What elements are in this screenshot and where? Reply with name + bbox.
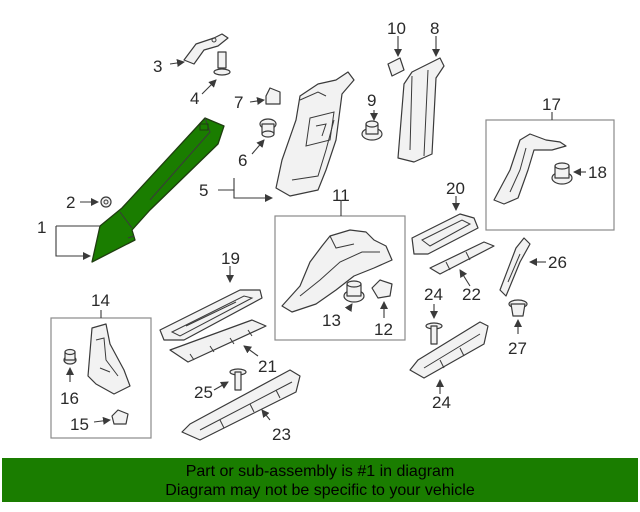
part-6-grommet [259, 118, 277, 138]
part-26-bracket [499, 237, 531, 297]
part-13-grommet [343, 280, 365, 303]
info-banner: Part or sub-assembly is #1 in diagram Di… [2, 458, 638, 502]
part-18-grommet [551, 162, 573, 185]
callout-18[interactable]: 18 [588, 163, 607, 182]
part-15-clip [111, 409, 129, 425]
callout-8[interactable]: 8 [430, 19, 439, 38]
part-16-grommet [63, 348, 77, 365]
callout-6[interactable]: 6 [238, 151, 247, 170]
part-22-bracket [429, 241, 495, 275]
part-23-lower-sill-trim [181, 369, 301, 441]
part-5-b-pillar-upper-trim [275, 71, 355, 197]
part-14-trim-bracket [87, 323, 131, 395]
callout-26[interactable]: 26 [548, 253, 567, 272]
callout-7[interactable]: 7 [234, 93, 243, 112]
group-box-11 [274, 215, 406, 341]
part-12-clip [371, 279, 393, 299]
callout-12[interactable]: 12 [374, 320, 393, 339]
callout-13[interactable]: 13 [322, 311, 341, 330]
callout-16[interactable]: 16 [60, 389, 79, 408]
part-24-lower-trim [409, 321, 489, 379]
callout-20[interactable]: 20 [446, 179, 465, 198]
part-25-screw-right [425, 322, 443, 345]
part-9-grommet [361, 120, 383, 141]
callout-3[interactable]: 3 [153, 57, 162, 76]
part-4-pin [213, 51, 231, 76]
part-21-sill-bracket [169, 319, 267, 363]
part-20-scuff-plate [411, 213, 479, 255]
part-17-c-pillar-trim [493, 133, 567, 205]
callout-11[interactable]: 11 [332, 186, 350, 205]
callout-21[interactable]: 21 [258, 357, 277, 376]
part-25-screw-left [229, 368, 247, 391]
callout-25-right[interactable]: 24 [424, 285, 443, 304]
callout-5[interactable]: 5 [199, 181, 208, 200]
part-11-b-pillar-lower-trim [281, 229, 393, 313]
part-10-clip [387, 57, 405, 77]
callout-27[interactable]: 27 [508, 339, 527, 358]
callout-14[interactable]: 14 [91, 291, 110, 310]
part-27-grommet [508, 299, 528, 317]
part-3-bracket [183, 33, 229, 65]
banner-line-2: Diagram may not be specific to your vehi… [165, 482, 475, 499]
part-7-clip [265, 87, 281, 105]
part-1-a-pillar-trim[interactable] [91, 117, 225, 263]
parts-diagram: 1 2 3 4 5 6 7 [37, 19, 615, 444]
part-19-sill-plate [159, 289, 263, 341]
callout-17[interactable]: 17 [542, 95, 561, 114]
callout-9[interactable]: 9 [367, 91, 376, 110]
callout-15[interactable]: 15 [70, 415, 89, 434]
banner-line-1: Part or sub-assembly is #1 in diagram [185, 463, 455, 480]
callout-2[interactable]: 2 [66, 193, 75, 212]
callout-4[interactable]: 4 [190, 89, 199, 108]
callout-25-left[interactable]: 25 [194, 383, 213, 402]
callout-10[interactable]: 10 [387, 19, 406, 38]
part-2-clip [100, 196, 112, 208]
callout-24[interactable]: 24 [432, 393, 451, 412]
part-8-b-pillar-panel [397, 57, 445, 163]
callout-1[interactable]: 1 [37, 218, 46, 237]
callout-19[interactable]: 19 [221, 249, 240, 268]
group-box-17 [485, 119, 615, 231]
callout-22[interactable]: 22 [462, 285, 481, 304]
callout-23[interactable]: 23 [272, 425, 291, 444]
